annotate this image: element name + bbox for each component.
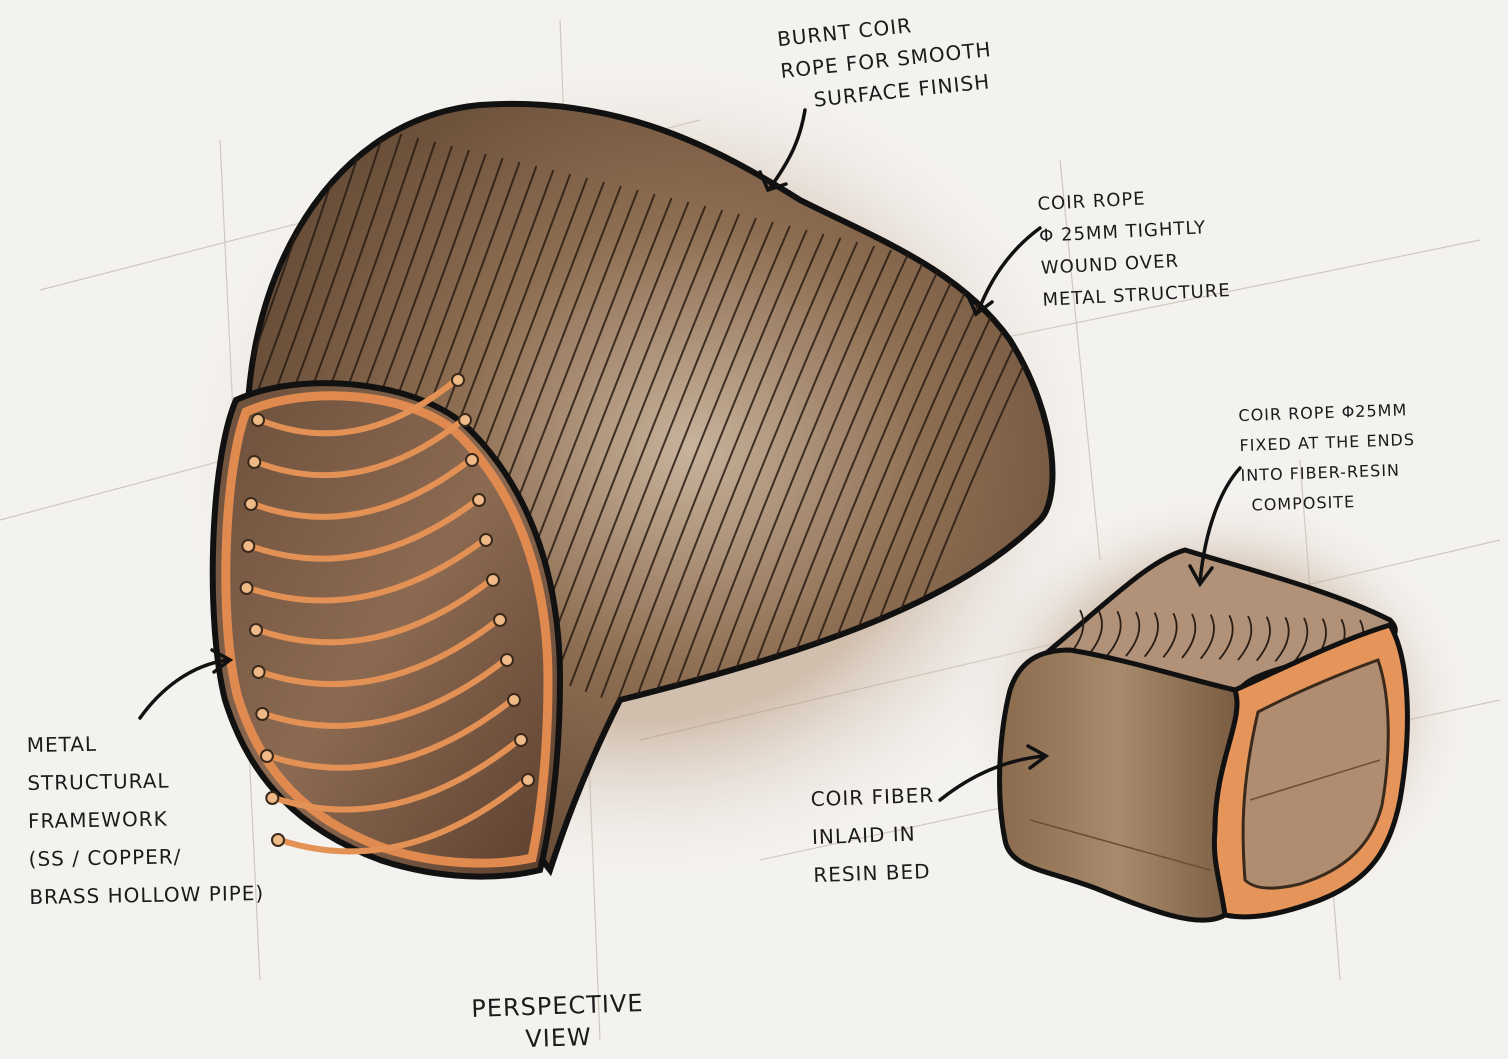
rib-end bbox=[487, 574, 499, 586]
annotation-line: FRAMEWORK bbox=[28, 798, 264, 840]
rib-end bbox=[261, 750, 273, 762]
rib-end bbox=[250, 624, 262, 636]
rib-end bbox=[522, 774, 534, 786]
rib-end bbox=[272, 834, 284, 846]
annotation-line: RESIN BED bbox=[813, 852, 938, 894]
stool-front-face bbox=[1000, 650, 1237, 920]
rib-end bbox=[515, 734, 527, 746]
rib-end bbox=[452, 374, 464, 386]
rib-end bbox=[466, 454, 478, 466]
annotation-line: INLAID IN bbox=[811, 814, 936, 856]
view-title: PERSPECTIVE VIEW bbox=[427, 985, 689, 1058]
rib-end bbox=[241, 582, 253, 594]
annotation-coir-fiber: COIR FIBER INLAID IN RESIN BED bbox=[810, 776, 937, 894]
rib-end bbox=[266, 792, 278, 804]
rib-end bbox=[245, 498, 257, 510]
rib-end bbox=[508, 694, 520, 706]
annotation-line: STRUCTURAL bbox=[27, 760, 263, 802]
annotation-line: INTO FIBER-RESIN bbox=[1240, 455, 1416, 491]
rib-end bbox=[459, 414, 471, 426]
rib-end bbox=[242, 540, 254, 552]
rib-end bbox=[252, 414, 264, 426]
annotation-line: METAL bbox=[26, 722, 262, 764]
annotation-line: COIR FIBER bbox=[810, 776, 935, 818]
annotation-line: COMPOSITE bbox=[1241, 485, 1417, 521]
rib-end bbox=[256, 708, 268, 720]
rib-end bbox=[253, 666, 265, 678]
annotation-metal-frame: METAL STRUCTURAL FRAMEWORK (SS / COPPER/… bbox=[26, 722, 264, 916]
annotation-line: BRASS HOLLOW PIPE) bbox=[29, 874, 265, 916]
rib-end bbox=[494, 614, 506, 626]
rib-end bbox=[473, 494, 485, 506]
annotation-line: (SS / COPPER/ bbox=[28, 836, 264, 878]
rib-end bbox=[248, 456, 260, 468]
annotation-rope-wound: COIR ROPE Φ 25mm TIGHTLY WOUND OVER META… bbox=[1037, 179, 1232, 317]
arrow-metal-frame bbox=[140, 660, 228, 718]
rib-end bbox=[480, 534, 492, 546]
annotation-rope-fixed: COIR ROPE Φ25mm FIXED AT THE ENDS INTO F… bbox=[1238, 395, 1418, 521]
rib-end bbox=[501, 654, 513, 666]
